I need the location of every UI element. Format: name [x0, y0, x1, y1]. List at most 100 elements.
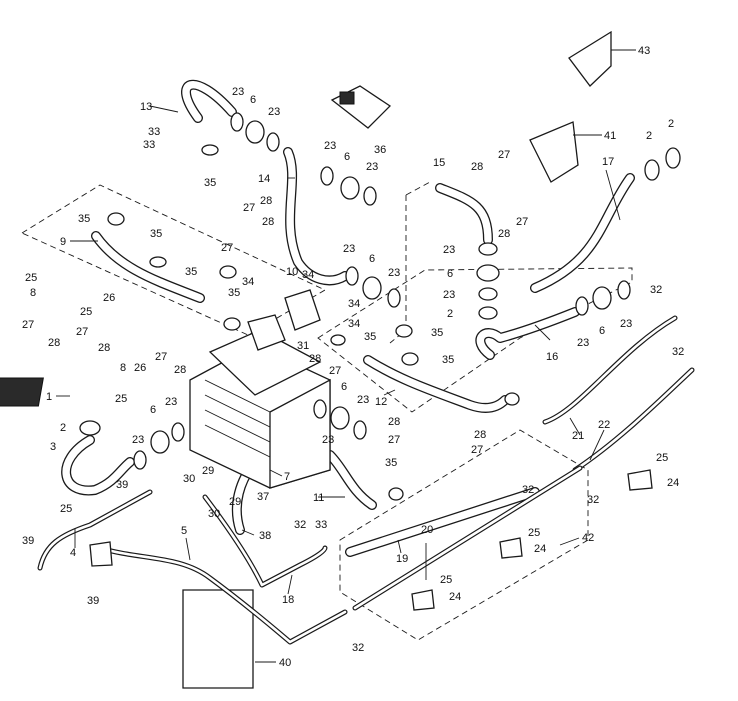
callout-32: 32	[522, 484, 534, 496]
callout-18: 18	[282, 594, 294, 606]
group-outline-left	[21, 184, 326, 336]
callout-6: 6	[447, 268, 453, 280]
callout-27: 27	[329, 365, 341, 377]
callout-33: 33	[143, 139, 155, 151]
callout-25: 25	[25, 272, 37, 284]
hose-12	[363, 355, 510, 413]
callout-23: 23	[268, 106, 280, 118]
callout-35: 35	[185, 266, 197, 278]
callout-34: 34	[302, 269, 314, 281]
callout-34: 34	[348, 298, 360, 310]
callout-28: 28	[260, 195, 272, 207]
callout-25: 25	[80, 306, 92, 318]
callout-1: 1	[46, 391, 52, 403]
callout-9: 9	[60, 236, 66, 248]
callout-23: 23	[443, 244, 455, 256]
callout-35: 35	[150, 228, 162, 240]
callout-42: 42	[582, 532, 594, 544]
callout-25: 25	[60, 503, 72, 515]
callout-35: 35	[364, 331, 376, 343]
callout-23: 23	[132, 434, 144, 446]
callout-27: 27	[516, 216, 528, 228]
rings	[79, 112, 681, 501]
callout-23: 23	[324, 140, 336, 152]
callout-43: 43	[638, 45, 650, 57]
callout-27: 27	[388, 434, 400, 446]
callout-2: 2	[646, 130, 652, 142]
callout-32: 32	[672, 346, 684, 358]
callout-21: 21	[572, 430, 584, 442]
callout-35: 35	[78, 213, 90, 225]
callout-28: 28	[174, 364, 186, 376]
callout-27: 27	[76, 326, 88, 338]
callout-35: 35	[431, 327, 443, 339]
callout-28: 28	[309, 353, 321, 365]
callout-23: 23	[343, 243, 355, 255]
callout-28: 28	[48, 337, 60, 349]
adapter-31	[247, 314, 286, 351]
callout-23: 23	[232, 86, 244, 98]
callout-24: 24	[667, 477, 679, 489]
callout-40: 40	[279, 657, 291, 669]
callout-39: 39	[87, 595, 99, 607]
callout-5: 5	[181, 525, 187, 537]
callout-35: 35	[204, 177, 216, 189]
callout-37: 37	[257, 491, 269, 503]
callout-23: 23	[388, 267, 400, 279]
callout-39: 39	[22, 535, 34, 547]
callout-39: 39	[116, 479, 128, 491]
callout-13: 13	[140, 101, 152, 113]
callout-35: 35	[442, 354, 454, 366]
callout-19: 19	[396, 553, 408, 565]
callout-4: 4	[70, 547, 76, 559]
callout-12: 12	[375, 396, 387, 408]
callout-27: 27	[471, 444, 483, 456]
callout-23: 23	[366, 161, 378, 173]
callout-34: 34	[348, 318, 360, 330]
callout-27: 27	[155, 351, 167, 363]
air-filter-1	[0, 377, 44, 407]
callout-17: 17	[602, 156, 614, 168]
callout-23: 23	[357, 394, 369, 406]
callout-23: 23	[322, 434, 334, 446]
callout-34: 34	[242, 276, 254, 288]
group-outline-right	[317, 267, 633, 413]
callout-23: 23	[577, 337, 589, 349]
callout-23: 23	[165, 396, 177, 408]
callout-6: 6	[341, 381, 347, 393]
callout-27: 27	[221, 242, 233, 254]
callout-30: 30	[208, 508, 220, 520]
callout-7: 7	[284, 471, 290, 483]
clamp-24b	[499, 537, 523, 559]
callout-6: 6	[369, 253, 375, 265]
callout-30: 30	[183, 473, 195, 485]
callout-28: 28	[498, 228, 510, 240]
callout-28: 28	[471, 161, 483, 173]
clamp-24c	[411, 589, 435, 611]
callout-32: 32	[587, 494, 599, 506]
leader-lines	[56, 49, 636, 663]
callout-23: 23	[443, 289, 455, 301]
group-outline-lower	[339, 429, 589, 641]
callout-28: 28	[262, 216, 274, 228]
callout-38: 38	[259, 530, 271, 542]
callout-27: 27	[498, 149, 510, 161]
callout-11: 11	[313, 492, 324, 504]
callout-20: 20	[421, 524, 433, 536]
callout-23: 23	[620, 318, 632, 330]
callout-2: 2	[60, 422, 66, 434]
callout-24: 24	[449, 591, 461, 603]
callout-25: 25	[656, 452, 668, 464]
sheet-43	[568, 30, 612, 87]
callout-32: 32	[650, 284, 662, 296]
callout-16: 16	[546, 351, 558, 363]
callout-3: 3	[50, 441, 56, 453]
callout-26: 26	[134, 362, 146, 374]
callout-35: 35	[385, 457, 397, 469]
callout-8: 8	[30, 287, 36, 299]
callout-14: 14	[258, 173, 270, 185]
callout-41: 41	[604, 130, 616, 142]
callout-24: 24	[534, 543, 546, 555]
callout-25: 25	[528, 527, 540, 539]
